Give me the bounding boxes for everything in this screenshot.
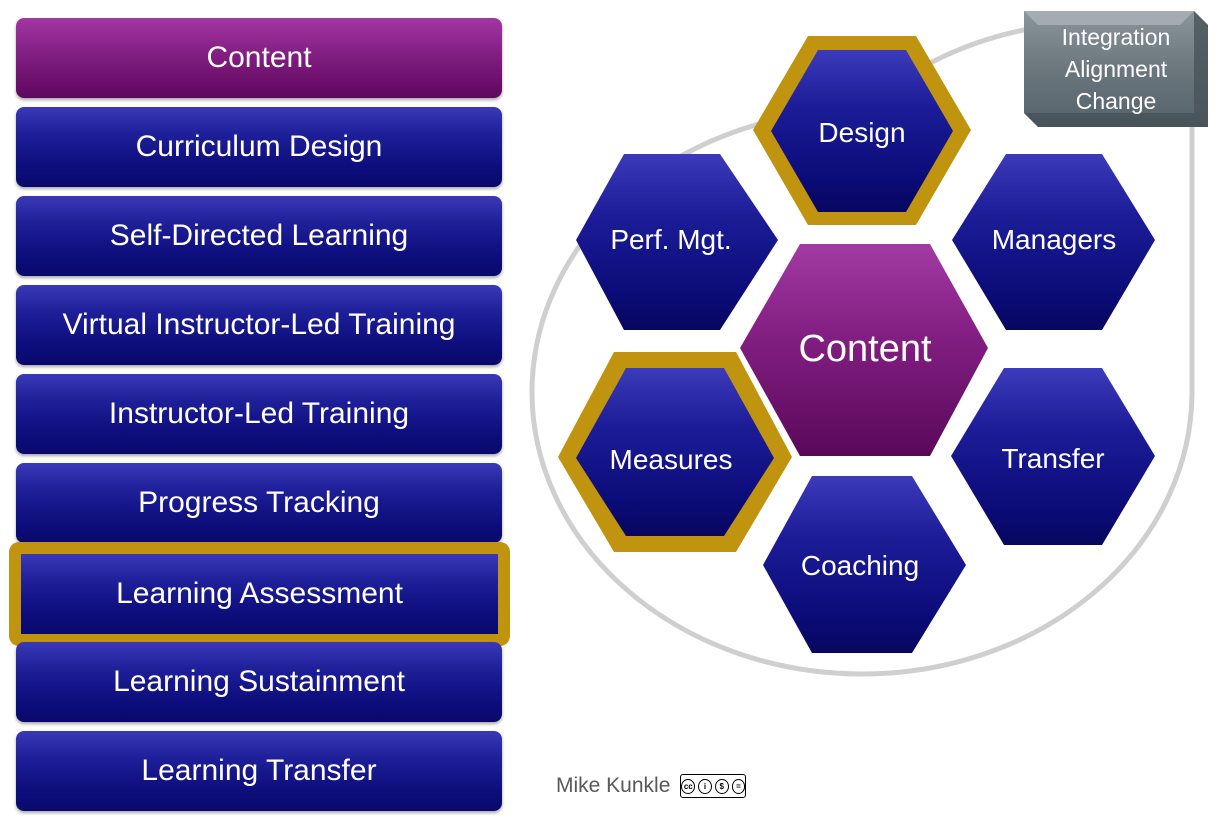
hex-label-measures: Measures: [610, 444, 733, 475]
hex-label-content: Content: [798, 328, 932, 370]
integration-badge: [1024, 11, 1208, 127]
badge-line-alignment: Alignment: [1064, 56, 1168, 82]
hex-label-perf-mgt: Perf. Mgt.: [610, 224, 731, 255]
author-name: Mike Kunkle: [556, 774, 671, 797]
hex-transfer: [951, 368, 1155, 545]
integration-badge-text: Integration Alignment Change: [1024, 11, 1208, 127]
hex-design: [771, 50, 953, 212]
badge-line-integration: Integration: [1061, 24, 1171, 50]
hex-coaching: [763, 476, 966, 653]
badge-line-change: Change: [1075, 88, 1157, 114]
hex-label-managers: Managers: [992, 224, 1117, 255]
hex-label-transfer: Transfer: [1001, 443, 1104, 474]
hex-label-design: Design: [818, 117, 905, 148]
hex-measures: [576, 368, 774, 536]
hex-perf-mgt: [576, 154, 778, 330]
hex-managers: [952, 154, 1155, 330]
hex-label-coaching: Coaching: [801, 550, 919, 581]
hex-content: [740, 244, 988, 456]
